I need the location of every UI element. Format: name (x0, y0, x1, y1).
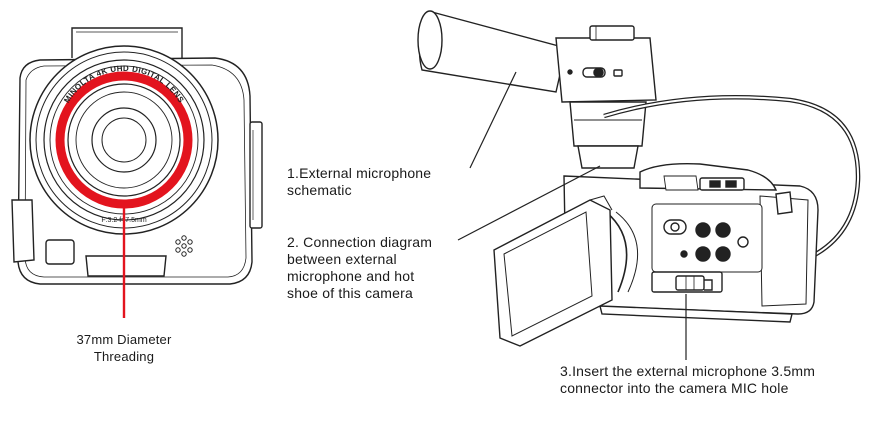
external-mic-label: 1.External microphone schematic (287, 165, 477, 199)
camera-side-view (493, 162, 819, 347)
callout-leaders (457, 71, 687, 360)
insert-label-line-1: 3.Insert the external microphone 3.5mm (560, 363, 816, 379)
connection-label-line-1: 2. Connection diagram (287, 234, 433, 250)
insert-label-line-2: connector into the camera MIC hole (560, 380, 789, 396)
speaker-grille (175, 235, 193, 257)
external-microphone (417, 10, 657, 169)
lens-glass (67, 83, 181, 197)
leader-1 (469, 71, 517, 169)
external-mic-label-line-1: 1.External microphone (287, 165, 432, 181)
insert-label: 3.Insert the external microphone 3.5mm c… (560, 363, 880, 397)
leader-2 (457, 165, 601, 241)
threading-label: 37mm Diameter Threading (44, 331, 204, 365)
connection-label: 2. Connection diagram between external m… (287, 234, 462, 302)
threading-label-line-1: 37mm Diameter (76, 332, 172, 347)
external-mic-label-line-2: schematic (287, 182, 352, 198)
connection-label-line-2: between external (287, 251, 397, 267)
threading-label-line-2: Threading (93, 349, 155, 364)
connection-label-line-3: microphone and hot (287, 268, 415, 284)
connection-label-line-4: shoe of this camera (287, 285, 413, 301)
